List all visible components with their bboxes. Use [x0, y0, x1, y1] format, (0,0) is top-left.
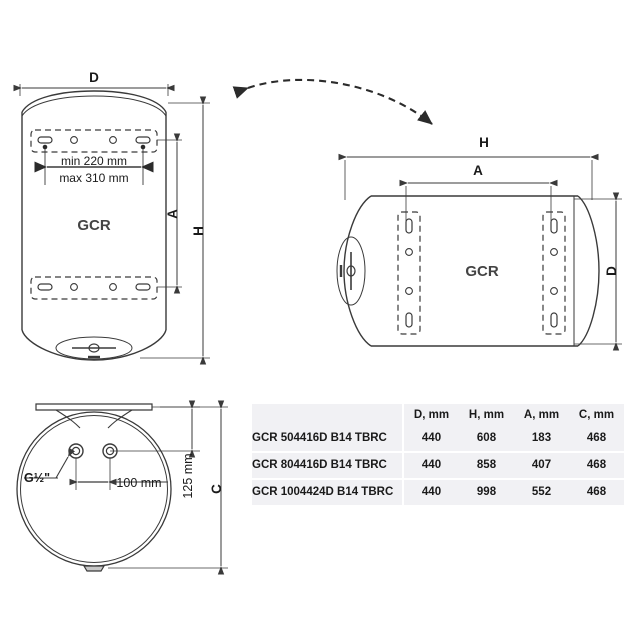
table-header-row: D, mm H, mm A, mm C, mm [252, 404, 624, 426]
product-label-horizontal: GCR [465, 263, 499, 280]
bracket-hole [405, 248, 413, 256]
bracket-slot-left [37, 283, 53, 291]
bracket-slot-right [135, 283, 151, 291]
cell-A: 183 [514, 426, 569, 453]
table-row: GCR 504416D B14 TBRC 440 608 183 468 [252, 426, 624, 453]
bottom-port-hole [88, 343, 100, 353]
port-left-outer [68, 443, 84, 459]
header-C: C, mm [578, 409, 615, 421]
cell-C: 468 [569, 452, 624, 480]
bracket-slot-bottom [550, 312, 558, 328]
spec-table-container: D, mm H, mm A, mm C, mm GCR 504416D B14 … [252, 404, 624, 505]
label-H-vertical: H [191, 226, 206, 236]
right-bracket-outline [542, 211, 566, 335]
vertical-tank-view [13, 84, 210, 365]
tank-left-cap [343, 195, 372, 347]
label-H-horizontal: H [479, 135, 489, 150]
horizontal-tank-view [336, 153, 622, 351]
header-A: A, mm [523, 409, 560, 421]
table-row: GCR 804416D B14 TBRC 440 858 407 468 [252, 452, 624, 480]
tank-top-dome-inner [21, 95, 167, 117]
thread-leader-line [55, 448, 75, 479]
mount-plate-leg-right [107, 409, 133, 429]
spec-table-body: GCR 504416D B14 TBRC 440 608 183 468 GCR… [252, 426, 624, 505]
cell-model: GCR 1004424D B14 TBRC [252, 479, 404, 505]
bottom-cap-ellipse [55, 336, 133, 360]
cell-D: 440 [403, 426, 459, 453]
label-C-bottom: C [209, 484, 224, 494]
end-view-inner-circle [20, 415, 168, 563]
left-cap-port-ellipse [336, 236, 366, 306]
spec-table-head: D, mm H, mm A, mm C, mm [252, 404, 624, 426]
label-A-vertical: A [165, 209, 180, 219]
tank-right-cap [577, 195, 600, 347]
label-bracket-max: max 310 mm [59, 171, 128, 185]
bracket-hole [405, 287, 413, 295]
label-port-height: 125 mm [181, 453, 195, 498]
bottom-end-view [16, 400, 228, 575]
label-bracket-min: min 220 mm [61, 154, 127, 168]
header-D: D, mm [413, 409, 450, 421]
label-D-horizontal: D [604, 266, 619, 276]
left-bracket-outline [397, 211, 421, 335]
cell-H: 608 [459, 426, 514, 453]
cell-H: 858 [459, 452, 514, 480]
mount-plate-leg-left [55, 409, 81, 429]
cell-A: 552 [531, 486, 552, 498]
tank-bottom-dome [21, 329, 167, 361]
cell-C: 468 [586, 486, 607, 498]
bracket-slot-right [135, 136, 151, 144]
bracket-hole [109, 283, 117, 291]
port-left-inner [71, 446, 81, 456]
cell-model: GCR 804416D B14 TBRC [252, 452, 404, 480]
bracket-slot-top [550, 218, 558, 234]
tank-top-dome [21, 90, 167, 113]
cell-A: 407 [514, 452, 569, 480]
cell-D: 440 [403, 452, 459, 480]
bracket-hole [70, 283, 78, 291]
bracket-slot-bottom [405, 312, 413, 328]
label-A-horizontal: A [473, 163, 483, 178]
label-D-vertical: D [89, 70, 99, 85]
header-H: H, mm [468, 409, 505, 421]
bracket-hole [109, 136, 117, 144]
upper-bracket-outline [30, 129, 158, 153]
bracket-hole [70, 136, 78, 144]
left-cap-port-hole [346, 265, 356, 277]
cell-H: 998 [476, 486, 497, 498]
orientation-rotation-arrow [232, 78, 433, 125]
spec-table: D, mm H, mm A, mm C, mm GCR 504416D B14 … [252, 404, 624, 505]
bracket-hole [550, 287, 558, 295]
mount-plate [35, 403, 153, 411]
product-label-vertical: GCR [77, 217, 111, 234]
header-model [252, 404, 404, 426]
bracket-slot-left [37, 136, 53, 144]
cell-C: 468 [569, 426, 624, 453]
label-port-spacing: 100 mm [116, 476, 161, 490]
label-thread-size: G½" [24, 471, 50, 485]
bracket-slot-top [405, 218, 413, 234]
lower-bracket-outline [30, 276, 158, 300]
table-row: GCR 1004424D B14 TBRC 440 998 552 468 [252, 479, 624, 505]
end-view-bottom-nipple [82, 565, 106, 572]
bracket-hole [550, 248, 558, 256]
cell-model: GCR 504416D B14 TBRC [252, 426, 404, 453]
cell-D: 440 [421, 486, 442, 498]
